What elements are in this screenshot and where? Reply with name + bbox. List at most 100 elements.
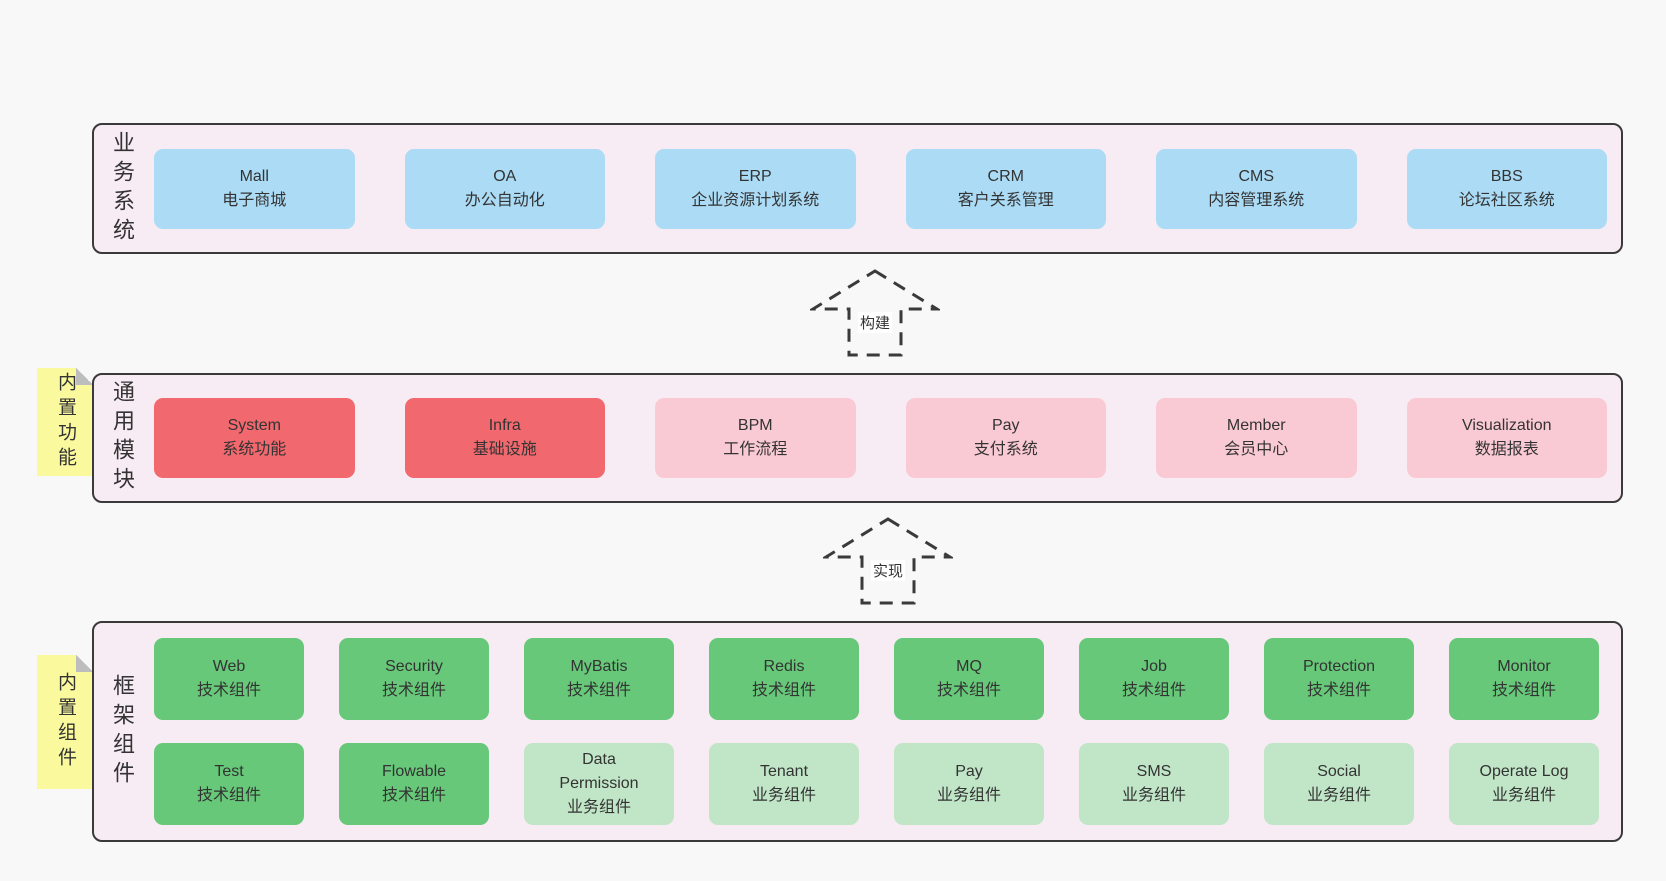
node-subtitle: 技术组件: [566, 682, 631, 699]
node-pay-system: Pay 支付系统: [905, 398, 1106, 478]
node-sms: SMS 业务组件: [1079, 743, 1229, 825]
node-erp: ERP 企业资源计划系统: [655, 148, 856, 229]
common-modules-row: System 系统功能 Infra 基础设施 BPM 工作流程 Pay 支付系统…: [137, 398, 1621, 478]
node-bbs: BBS 论坛社区系统: [1406, 148, 1607, 229]
node-subtitle: 技术组件: [196, 787, 261, 804]
node-data-permission: Data Permission 业务组件: [524, 743, 674, 825]
node-system: System 系统功能: [154, 398, 355, 478]
node-subtitle: 技术组件: [381, 787, 446, 804]
layer-label-common-modules: 通用模块: [110, 380, 135, 496]
node-title: CRM: [987, 167, 1024, 185]
node-subtitle: 技术组件: [196, 682, 261, 699]
node-title: Mall: [239, 167, 269, 185]
node-title: OA: [493, 167, 517, 185]
note-builtin-features-label: 内置功能: [55, 372, 76, 472]
node-oa: OA 办公自动化: [404, 148, 605, 229]
node-subtitle: 基础设施: [472, 441, 537, 458]
node-job: Job 技术组件: [1079, 638, 1229, 720]
node-redis: Redis 技术组件: [709, 638, 859, 720]
node-subtitle: 技术组件: [1121, 682, 1186, 699]
node-title: Data Permission: [559, 751, 639, 792]
node-visualization: Visualization 数据报表: [1406, 398, 1607, 478]
node-subtitle: 业务组件: [1121, 787, 1186, 804]
node-title: System: [227, 417, 281, 434]
node-mq: MQ 技术组件: [894, 638, 1044, 720]
arrow-implement-label: 实现: [870, 560, 906, 581]
node-title: Pay: [955, 763, 983, 780]
node-social: Social 业务组件: [1264, 743, 1414, 825]
node-subtitle: 技术组件: [751, 682, 816, 699]
node-title: Web: [212, 658, 246, 675]
node-title: MQ: [956, 658, 982, 675]
node-subtitle: 技术组件: [1491, 682, 1556, 699]
node-subtitle: 技术组件: [1306, 682, 1371, 699]
node-bpm: BPM 工作流程: [655, 398, 856, 478]
node-monitor: Monitor 技术组件: [1449, 638, 1599, 720]
node-subtitle: 业务组件: [1491, 787, 1556, 804]
arrow-build-label: 构建: [857, 312, 893, 333]
node-title: Member: [1226, 417, 1286, 434]
note-builtin-components: 内置组件: [37, 655, 93, 789]
layer-label-framework-components: 框架组件: [110, 673, 135, 790]
node-title: SMS: [1136, 763, 1172, 780]
node-subtitle: 电子商城: [222, 191, 287, 209]
node-title: Tenant: [759, 763, 809, 780]
node-subtitle: 业务组件: [566, 799, 631, 816]
node-title: Infra: [488, 417, 521, 434]
node-subtitle: 办公自动化: [464, 191, 545, 209]
node-title: Flowable: [381, 763, 447, 780]
business-systems-row: Mall 电子商城 OA 办公自动化 ERP 企业资源计划系统 CRM 客户关系…: [137, 148, 1621, 229]
node-subtitle: 技术组件: [936, 682, 1001, 699]
node-title: BPM: [737, 417, 773, 434]
arrow-implement: 实现: [823, 516, 953, 606]
node-security: Security 技术组件: [339, 638, 489, 720]
node-title: Job: [1141, 658, 1167, 675]
node-title: BBS: [1490, 167, 1523, 185]
node-title: Protection: [1302, 658, 1376, 675]
note-builtin-components-label: 内置组件: [55, 672, 76, 772]
node-infra: Infra 基础设施: [404, 398, 605, 478]
node-subtitle: 内容管理系统: [1208, 191, 1305, 209]
node-title: Pay: [991, 417, 1020, 434]
note-builtin-features: 内置功能: [37, 368, 93, 476]
node-subtitle: 论坛社区系统: [1458, 191, 1555, 209]
node-mybatis: MyBatis 技术组件: [524, 638, 674, 720]
layer-framework-components: 框架组件 Web 技术组件 Security 技术组件 MyBatis 技术组件…: [92, 621, 1623, 842]
block-arrow-up-icon: [810, 269, 940, 357]
node-crm: CRM 客户关系管理: [905, 148, 1106, 229]
node-flowable: Flowable 技术组件: [339, 743, 489, 825]
node-title: Visualization: [1461, 417, 1552, 434]
node-cms: CMS 内容管理系统: [1156, 148, 1357, 229]
node-subtitle: 系统功能: [222, 441, 287, 458]
node-subtitle: 业务组件: [936, 787, 1001, 804]
layer-label-business-systems: 业务系统: [110, 130, 135, 247]
node-subtitle: 企业资源计划系统: [691, 191, 820, 209]
node-subtitle: 业务组件: [751, 787, 816, 804]
node-title: Redis: [763, 658, 805, 675]
node-title: Test: [214, 763, 244, 780]
node-title: MyBatis: [570, 658, 628, 675]
node-subtitle: 工作流程: [723, 441, 788, 458]
node-subtitle: 业务组件: [1306, 787, 1371, 804]
node-title: Operate Log: [1479, 763, 1569, 780]
node-subtitle: 会员中心: [1224, 441, 1289, 458]
node-subtitle: 客户关系管理: [957, 191, 1054, 209]
node-title: Security: [385, 658, 443, 675]
node-subtitle: 技术组件: [381, 682, 446, 699]
framework-components-grid: Web 技术组件 Security 技术组件 MyBatis 技术组件 Redi…: [137, 638, 1621, 825]
node-operate-log: Operate Log 业务组件: [1449, 743, 1599, 825]
node-title: ERP: [738, 167, 772, 185]
node-member: Member 会员中心: [1156, 398, 1357, 478]
node-web: Web 技术组件: [154, 638, 304, 720]
layer-common-modules: 通用模块 System 系统功能 Infra 基础设施 BPM 工作流程 Pay…: [92, 373, 1623, 503]
node-subtitle: 数据报表: [1474, 441, 1539, 458]
node-title: Social: [1317, 763, 1361, 780]
block-arrow-up-icon: [823, 517, 953, 605]
node-subtitle: 支付系统: [973, 441, 1038, 458]
layer-business-systems: 业务系统 Mall 电子商城 OA 办公自动化 ERP 企业资源计划系统 CRM…: [92, 123, 1623, 254]
node-protection: Protection 技术组件: [1264, 638, 1414, 720]
node-tenant: Tenant 业务组件: [709, 743, 859, 825]
node-title: Monitor: [1497, 658, 1551, 675]
node-title: CMS: [1238, 167, 1275, 185]
node-test: Test 技术组件: [154, 743, 304, 825]
